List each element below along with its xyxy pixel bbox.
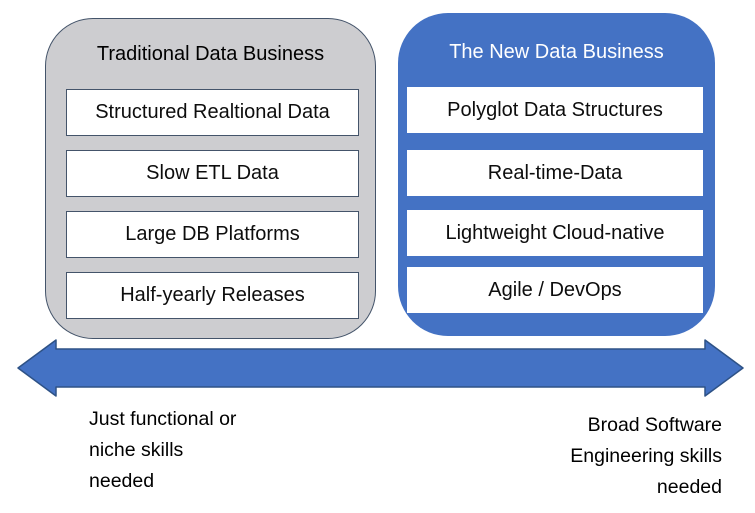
traditional-data-business-panel: Traditional Data Business Structured Rea… <box>45 18 376 339</box>
new-data-business-panel: The New Data Business Polyglot Data Stru… <box>398 13 715 336</box>
left-skills-label: Just functional or niche skills needed <box>89 408 237 492</box>
new-item-real-time-data: Real-time-Data <box>407 150 703 196</box>
double-headed-arrow <box>17 339 744 397</box>
traditional-item-half-yearly-releases: Half-yearly Releases <box>66 272 359 319</box>
new-item-polyglot-data-structures: Polyglot Data Structures <box>407 87 703 133</box>
traditional-item-structured-relational-data: Structured Realtional Data <box>66 89 359 136</box>
traditional-item-large-db-platforms: Large DB Platforms <box>66 211 359 258</box>
traditional-item-slow-etl-data: Slow ETL Data <box>66 150 359 197</box>
new-item-lightweight-cloud-native: Lightweight Cloud-native <box>407 210 703 256</box>
new-panel-title: The New Data Business <box>449 41 664 63</box>
double-headed-arrow-shape <box>17 339 744 397</box>
new-item-agile-devops: Agile / DevOps <box>407 267 703 313</box>
traditional-panel-title: Traditional Data Business <box>96 43 325 65</box>
right-skills-label: Broad Software Engineering skills needed <box>570 414 722 498</box>
